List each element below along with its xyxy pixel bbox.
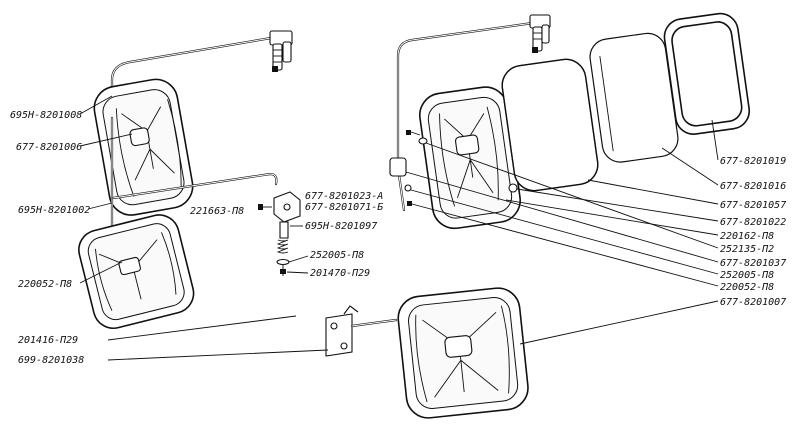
screw-221663 <box>258 204 272 210</box>
bolt-201470 <box>280 265 286 276</box>
right-mirror-body <box>418 86 521 230</box>
label-220052-p8-right: 220052-П8 <box>720 282 774 293</box>
leader-677-8201007 <box>519 300 719 345</box>
right-rod <box>396 20 542 212</box>
leader-252005-p8-right <box>410 189 719 275</box>
label-201416-p29: 201416-П29 <box>18 335 78 346</box>
label-252005-p8-right: 252005-П8 <box>720 270 774 281</box>
label-677-8201023-a: 677-8201023-А <box>305 191 383 202</box>
label-677-8201016: 677-8201016 <box>720 181 786 192</box>
label-695n-8201002: 695Н-8201002 <box>18 205 90 216</box>
left-upper-mirror <box>93 78 194 216</box>
bracket-part <box>273 191 301 239</box>
small-screws-right <box>404 130 518 206</box>
spring-part <box>276 239 289 254</box>
label-695n-8201097: 695Н-8201097 <box>305 221 377 232</box>
label-677-8201037: 677-8201037 <box>720 258 786 269</box>
crosshatched-glass <box>501 58 599 192</box>
leader-677-8201019 <box>711 119 719 161</box>
leader-677-8201006 <box>79 133 133 147</box>
leader-699-8201038 <box>107 349 329 361</box>
label-221663-p8: 221663-П8 <box>190 206 244 217</box>
left-upper-rod <box>110 34 285 120</box>
label-252005-p8-mid: 252005-П8 <box>310 250 364 261</box>
mounting-bracket <box>325 305 398 357</box>
label-220052-p8-left: 220052-П8 <box>18 279 72 290</box>
leader-220052-p8-right <box>411 203 719 287</box>
label-220162-p8: 220162-П8 <box>720 231 774 242</box>
label-677-8201057: 677-8201057 <box>720 200 786 211</box>
left-lower-mirror <box>78 214 195 330</box>
right-rod-collar <box>389 157 407 177</box>
rubber-rim <box>663 12 751 135</box>
label-677-8201019: 677-8201019 <box>720 156 786 167</box>
bottom-right-mirror <box>397 287 529 419</box>
leader-220162-p8 <box>505 199 719 236</box>
label-677-8201071-b: 677-8201071-Б <box>305 202 383 213</box>
label-699-8201038: 699-8201038 <box>18 355 84 366</box>
left-upper-clamp <box>269 30 293 72</box>
leader-695n-8201002 <box>87 202 113 210</box>
label-677-8201006: 677-8201006 <box>16 142 82 153</box>
right-clamp <box>529 14 551 53</box>
leader-677-8201057 <box>587 179 719 205</box>
leader-201470-p29 <box>286 271 309 274</box>
leader-695n-8201008 <box>79 95 113 115</box>
leader-252005-p8-mid <box>288 255 309 263</box>
leader-201416-p29 <box>107 315 297 341</box>
leader-677-8201016 <box>661 147 719 186</box>
leader-677-8201037 <box>405 171 719 263</box>
label-252135-p2: 252135-П2 <box>720 244 774 255</box>
leader-677-8201022 <box>516 188 719 222</box>
label-677-8201022: 677-8201022 <box>720 217 786 228</box>
washer-252005-mid <box>276 258 290 266</box>
label-677-8201007: 677-8201007 <box>720 297 786 308</box>
leader-252135-p2 <box>425 142 719 249</box>
label-695n-8201008: 695Н-8201008 <box>10 110 82 121</box>
leader-220052-p8-left <box>79 261 123 284</box>
label-201470-p29: 201470-П29 <box>310 268 370 279</box>
